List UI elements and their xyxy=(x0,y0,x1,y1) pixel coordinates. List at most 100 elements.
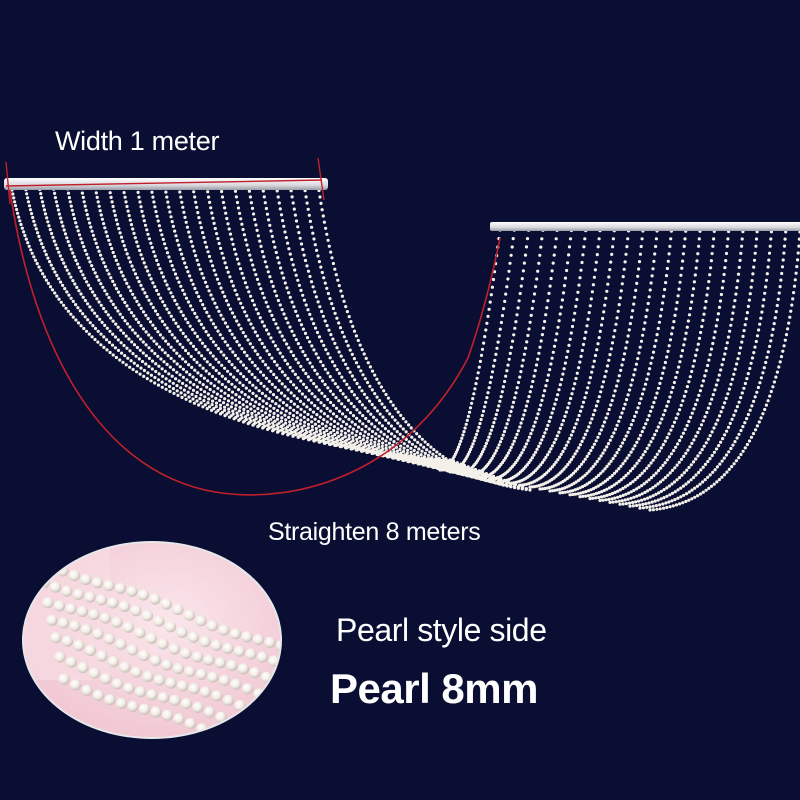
pearl-bead xyxy=(294,386,298,390)
pearl-bead xyxy=(556,458,560,462)
pearl-bead xyxy=(719,368,723,372)
pearl-bead xyxy=(379,430,383,434)
pearl-bead xyxy=(135,299,139,303)
pearl-bead xyxy=(234,398,238,402)
pearl-bead xyxy=(252,303,256,307)
pearl-bead xyxy=(226,325,230,329)
pearl-bead xyxy=(77,662,89,674)
pearl-bead xyxy=(163,369,167,373)
pearl-bead xyxy=(628,469,633,473)
pearl-bead xyxy=(380,424,384,428)
pearl-bead xyxy=(706,406,711,410)
pearl-bead xyxy=(547,450,551,454)
pearl-bead xyxy=(528,390,532,394)
pearl-bead xyxy=(764,360,768,365)
pearl-bead xyxy=(382,389,386,393)
right-curtain-rod xyxy=(490,222,800,231)
pearl-bead xyxy=(750,404,754,408)
pearl-bead xyxy=(238,211,242,215)
pearl-bead xyxy=(349,443,353,448)
pearl-bead xyxy=(191,388,196,392)
pearl-bead xyxy=(278,351,282,355)
pearl-bead xyxy=(467,410,472,414)
pearl-bead xyxy=(119,270,123,274)
pearl-bead xyxy=(320,309,324,314)
pearl-bead xyxy=(383,427,387,431)
pearl-bead xyxy=(676,412,680,416)
pearl-bead xyxy=(588,304,592,308)
pearl-bead xyxy=(337,321,341,325)
pearl-bead xyxy=(318,305,322,309)
pearl-bead xyxy=(575,297,579,302)
pearl-bead xyxy=(571,489,575,493)
pearl-bead xyxy=(287,291,291,295)
pearl-bead xyxy=(306,422,311,426)
pearl-bead xyxy=(130,340,134,344)
pearl-bead xyxy=(622,407,626,411)
pearl-bead xyxy=(309,280,314,284)
pearl-bead xyxy=(168,210,172,214)
pearl-bead xyxy=(607,497,611,501)
pearl-bead xyxy=(227,380,231,384)
pearl-bead xyxy=(376,449,380,453)
pearl-bead xyxy=(398,424,403,428)
pearl-bead xyxy=(630,315,634,319)
pearl-bead xyxy=(497,404,501,408)
pearl-bead xyxy=(124,200,128,204)
pearl-bead xyxy=(531,299,536,303)
pearl-bead xyxy=(621,275,625,279)
pearl-bead xyxy=(137,195,141,199)
pearl-bead xyxy=(214,377,218,381)
pearl-bead xyxy=(440,464,444,468)
pearl-bead xyxy=(606,477,610,481)
pearl-bead xyxy=(558,491,562,495)
pearl-bead xyxy=(375,409,380,413)
pearl-bead xyxy=(172,604,184,616)
pearl-bead xyxy=(214,357,218,361)
pearl-bead xyxy=(369,412,373,416)
pearl-bead xyxy=(55,204,60,208)
pearl-bead xyxy=(350,420,354,424)
pearl-bead xyxy=(278,207,282,211)
pearl-bead xyxy=(264,376,268,380)
pearl-bead xyxy=(334,273,338,277)
pearl-bead xyxy=(79,324,83,328)
pearl-bead xyxy=(211,340,215,344)
pearl-bead xyxy=(692,280,697,284)
pearl-bead xyxy=(473,436,477,440)
pearl-bead xyxy=(183,261,187,265)
pearl-bead xyxy=(150,706,162,718)
pearl-bead xyxy=(367,443,371,447)
pearl-bead xyxy=(90,264,94,268)
pearl-bead xyxy=(739,428,743,433)
pearl-bead xyxy=(637,351,641,355)
pearl-bead xyxy=(610,435,614,439)
pearl-bead xyxy=(160,380,164,384)
pearl-bead xyxy=(498,399,502,403)
pearl-bead xyxy=(399,413,403,417)
pearl-bead xyxy=(57,277,61,281)
pearl-bead xyxy=(285,342,289,346)
pearl-bead xyxy=(110,343,115,347)
pearl-bead xyxy=(553,245,557,249)
pearl-bead xyxy=(34,554,46,566)
pearl-bead xyxy=(413,452,417,456)
pearl-bead xyxy=(219,350,223,354)
pearl-bead xyxy=(248,380,252,384)
pearl-bead xyxy=(703,462,708,466)
pearl-bead xyxy=(665,404,669,408)
pearl-bead xyxy=(288,705,299,716)
pearl-bead xyxy=(589,297,593,301)
pearl-bead xyxy=(243,393,247,397)
pearl-bead xyxy=(516,429,521,433)
pearl-bead xyxy=(19,222,23,227)
pearl-bead xyxy=(337,284,341,288)
pearl-bead xyxy=(473,387,477,391)
pearl-bead xyxy=(183,393,187,397)
pearl-bead xyxy=(113,213,117,217)
pearl-bead xyxy=(362,392,367,396)
pearl-bead xyxy=(280,308,284,312)
pearl-bead xyxy=(471,442,475,446)
pearl-bead xyxy=(610,491,615,496)
pearl-bead xyxy=(249,667,261,679)
